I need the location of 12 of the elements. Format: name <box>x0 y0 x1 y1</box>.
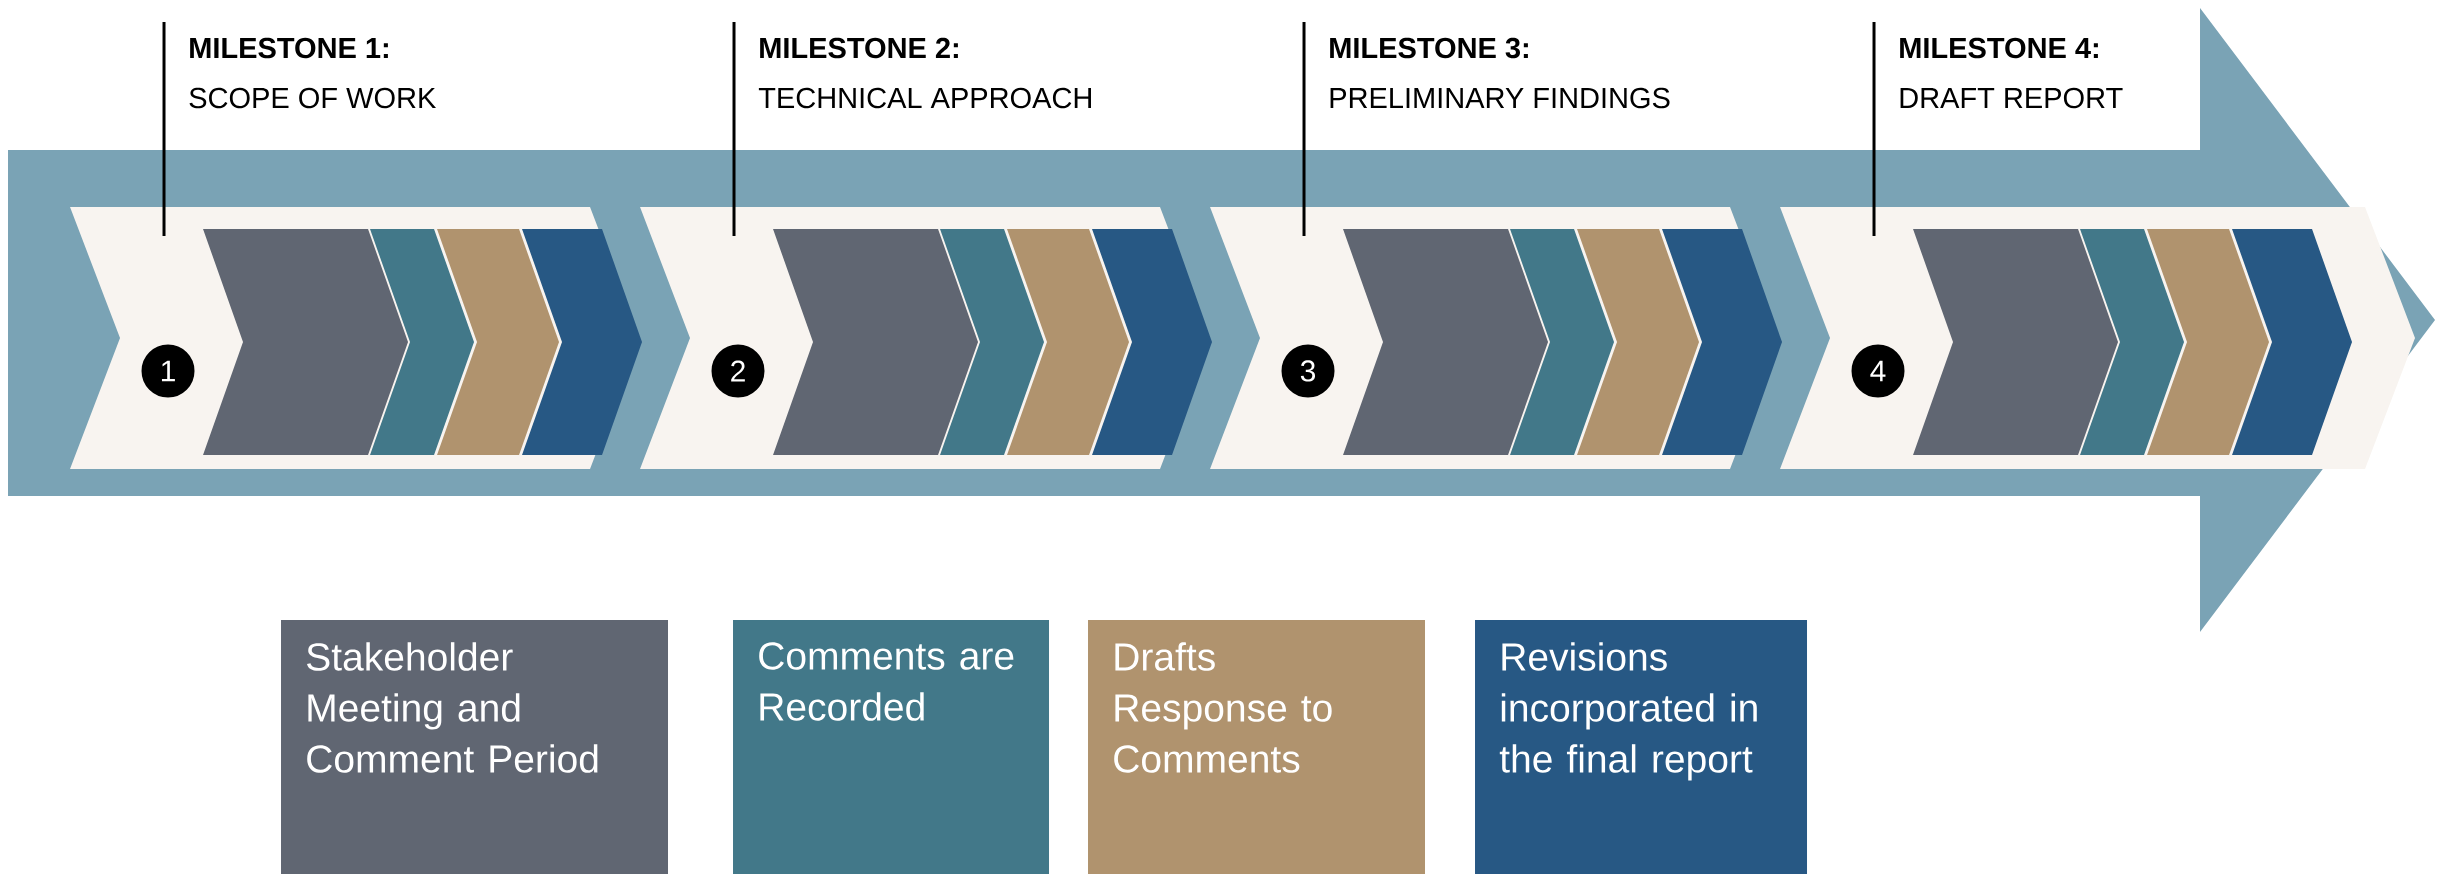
legend-text: Stakeholder Meeting and Comment Period <box>307 642 598 773</box>
milestone-label: DRAFT REPORT <box>1900 87 2123 109</box>
legend-text: Revisions incorporated in the final report <box>1499 642 1757 781</box>
milestone-label: PRELIMINARY FINDINGS <box>1330 87 1670 109</box>
milestone-label: MILESTONE 2: <box>760 37 958 59</box>
milestone-label: MILESTONE 4: <box>1900 37 2098 59</box>
legend-text: Comments are Recorded <box>759 642 1014 721</box>
milestone-label: SCOPE OF WORK <box>189 87 436 109</box>
milestone-label: MILESTONE 1: <box>190 37 388 59</box>
milestone-label: MILESTONE 3: <box>1330 37 1528 59</box>
milestone-label: TECHNICAL APPROACH <box>758 87 1091 109</box>
legend-text: Drafts Response to Comments <box>1114 642 1332 773</box>
